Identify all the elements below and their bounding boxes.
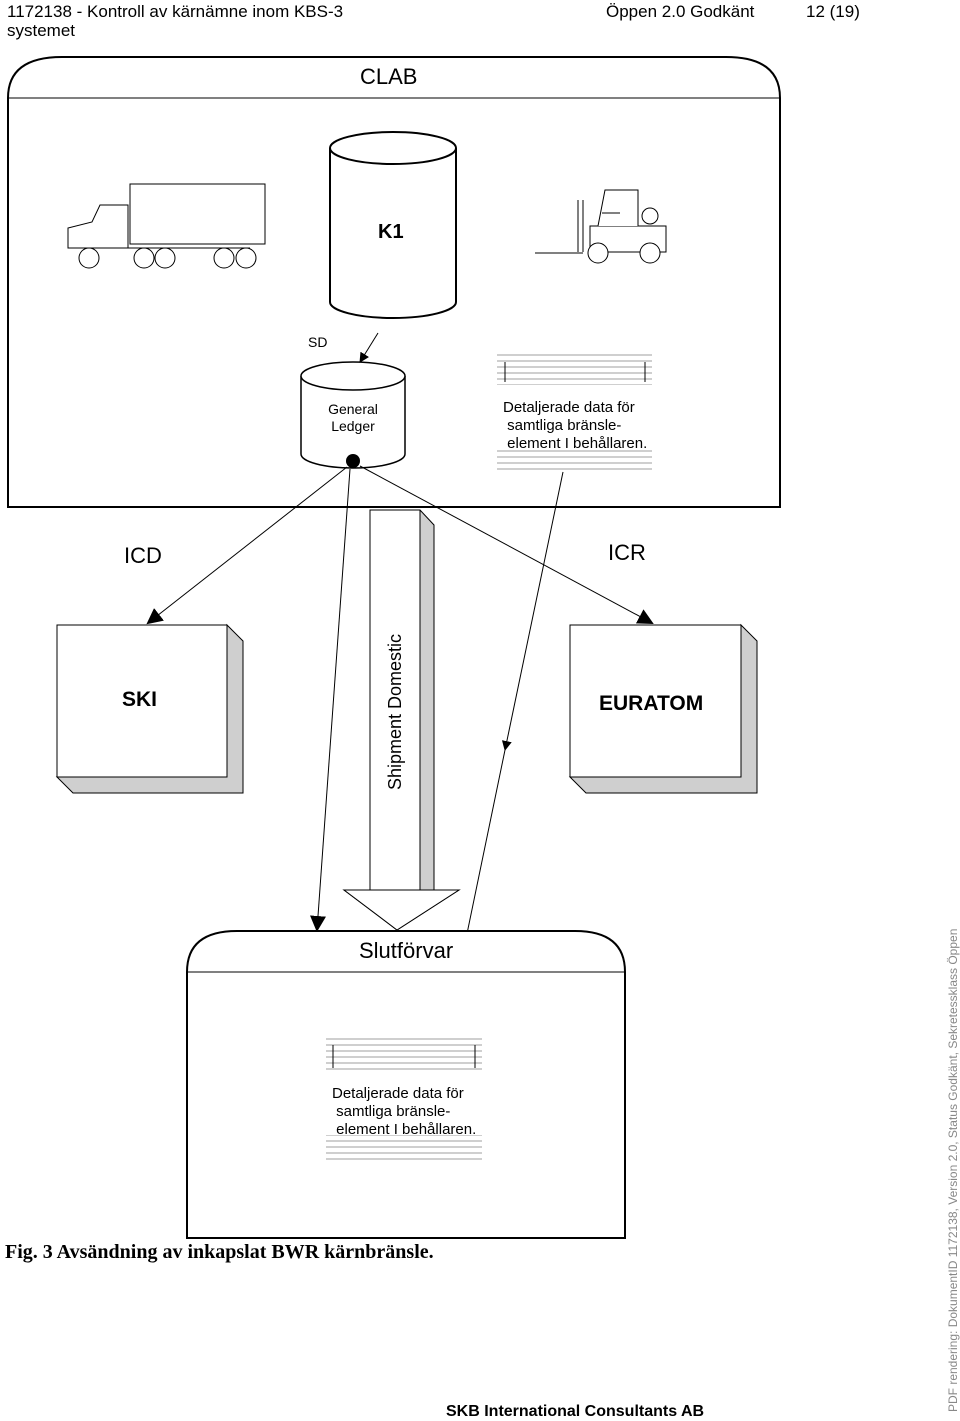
truck-icon: [67, 183, 266, 269]
detail-document-bottom: [326, 1037, 482, 1161]
clab-title: CLAB: [360, 64, 418, 89]
forklift-icon: [535, 189, 667, 264]
euratom-label: EURATOM: [599, 692, 704, 715]
detail-document-top-text: Detaljerade data för samtliga bränsle- e…: [503, 399, 648, 452]
icd-arrow: [146, 466, 348, 625]
detail-document-bottom-text: Detaljerade data för samtliga bränsle- e…: [332, 1085, 477, 1138]
ski-label: SKI: [122, 688, 158, 711]
shipment-arrow: [342, 509, 461, 931]
general-ledger-line1: General: [328, 401, 378, 417]
k1-database-cylinder: [329, 131, 457, 319]
k1-label: K1: [378, 221, 404, 243]
general-ledger-line2: Ledger: [331, 418, 375, 434]
document-status: Öppen 2.0 Godkänt: [606, 2, 755, 21]
icd-label: ICD: [124, 543, 162, 568]
document-arrow: [501, 471, 564, 751]
sd-label: SD: [308, 334, 328, 350]
shipment-label: Shipment Domestic: [385, 634, 405, 790]
distribution-node: [346, 454, 360, 468]
sd-arrow: [359, 332, 379, 363]
document-title-continued: systemet: [7, 21, 76, 40]
pdf-rendering-note: PDF rendering: DokumentID 1172138, Versi…: [946, 929, 960, 1412]
general-ledger-cylinder: [300, 361, 406, 469]
figure-caption: Fig. 3 Avsändning av inkapslat BWR kärnb…: [5, 1241, 434, 1263]
euratom-box: [568, 623, 758, 794]
slutforvar-title: Slutförvar: [359, 938, 454, 963]
icr-arrow: [359, 465, 654, 624]
document-title: 1172138 - Kontroll av kärnämne inom KBS-…: [7, 2, 344, 21]
page-number: 12 (19): [806, 2, 860, 21]
general-ledger-label: General Ledger: [301, 401, 405, 435]
ski-box: [55, 623, 244, 794]
detail-document-top: [497, 352, 652, 472]
icr-label: ICR: [608, 540, 646, 565]
footer-company: SKB International Consultants AB: [446, 1403, 705, 1420]
ledger-to-slutforvar-arrow: [310, 468, 351, 932]
